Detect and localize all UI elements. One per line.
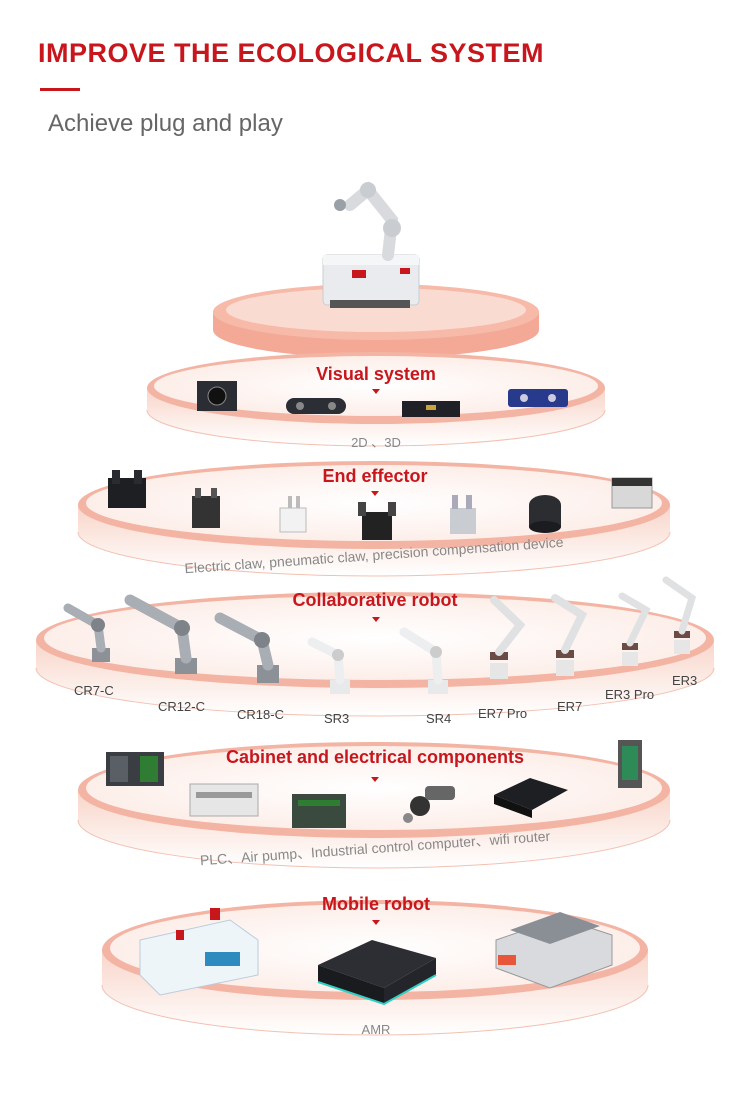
robot-sr4-icon bbox=[399, 627, 448, 694]
3d-camera-icon bbox=[286, 398, 346, 414]
pneumatic-gripper-icon bbox=[192, 488, 220, 528]
lifting-amr-icon bbox=[495, 912, 613, 989]
plc-module-icon bbox=[106, 752, 164, 786]
top-pedestal bbox=[213, 284, 539, 358]
robot-cr7-c-icon bbox=[63, 603, 110, 662]
tier-end-effector-disc bbox=[77, 461, 671, 577]
robot-label-sr4: SR4 bbox=[426, 711, 452, 726]
tier-collaborative-disc bbox=[35, 592, 715, 717]
industrial-camera-icon bbox=[197, 381, 237, 411]
robot-label-er3-pro: ER3 Pro bbox=[605, 687, 655, 702]
tier-visual-caption: 2D 、3D bbox=[351, 435, 401, 450]
3d-vision-camera-icon bbox=[508, 389, 568, 407]
robot-label-cr7-c: CR7-C bbox=[74, 683, 114, 698]
robot-label-cr12-c: CR12-C bbox=[158, 699, 205, 714]
tier-end-effector-arrow-icon bbox=[371, 491, 379, 496]
robot-er3-pro-icon bbox=[618, 592, 651, 666]
tier-visual-disc bbox=[146, 352, 606, 447]
tier-collaborative-arrow-icon bbox=[372, 617, 380, 622]
robot-label-cr18-c: CR18-C bbox=[237, 707, 284, 722]
amr-icon bbox=[139, 908, 259, 996]
plc-controller-icon bbox=[292, 794, 346, 828]
robot-label-er3: ER3 bbox=[672, 673, 698, 688]
tier-end-effector-title: End effector bbox=[322, 466, 428, 486]
robot-er3-icon bbox=[662, 576, 697, 654]
tier-mobile-arrow-icon bbox=[372, 920, 380, 925]
rotary-gripper-icon bbox=[529, 495, 561, 533]
tier-visual-title: Visual system bbox=[316, 364, 436, 384]
compensation-device-icon bbox=[611, 477, 653, 509]
adaptive-gripper-icon bbox=[450, 495, 476, 534]
gripper-icon bbox=[108, 470, 146, 508]
mobile-platform-icon bbox=[317, 940, 437, 1006]
page-title: IMPROVE THE ECOLOGICAL SYSTEM bbox=[38, 38, 545, 68]
tier-cabinet-title: Cabinet and electrical components bbox=[225, 747, 525, 767]
tier-mobile-title: Mobile robot bbox=[322, 894, 430, 914]
robot-label-er7-pro: ER7 Pro bbox=[478, 706, 528, 721]
title-underline bbox=[40, 88, 80, 91]
plc-unit-icon bbox=[189, 783, 259, 817]
robot-cr12-c-icon bbox=[124, 594, 197, 674]
stereo-camera-icon bbox=[402, 401, 460, 417]
tier-cabinet-arrow-icon bbox=[371, 777, 379, 782]
robot-er7-pro-icon bbox=[490, 596, 526, 679]
industrial-pc-icon bbox=[494, 778, 568, 818]
tier-mobile-caption: AMR bbox=[361, 1022, 391, 1037]
robot-label-er7: ER7 bbox=[557, 699, 583, 714]
tier-collaborative-title: Collaborative robot bbox=[292, 590, 458, 610]
robot-er7-icon bbox=[551, 594, 588, 676]
air-pump-icon bbox=[403, 786, 455, 823]
wifi-router-icon bbox=[618, 740, 642, 788]
tier-visual-arrow-icon bbox=[372, 389, 380, 394]
robot-sr3-icon bbox=[307, 637, 350, 694]
mobile-manipulator-icon bbox=[322, 181, 420, 308]
electric-claw-icon bbox=[358, 502, 396, 540]
robot-cr18-c-icon bbox=[214, 612, 279, 683]
parallel-gripper-icon bbox=[279, 496, 307, 533]
robot-label-sr3: SR3 bbox=[324, 711, 350, 726]
page-subtitle: Achieve plug and play bbox=[48, 110, 283, 137]
